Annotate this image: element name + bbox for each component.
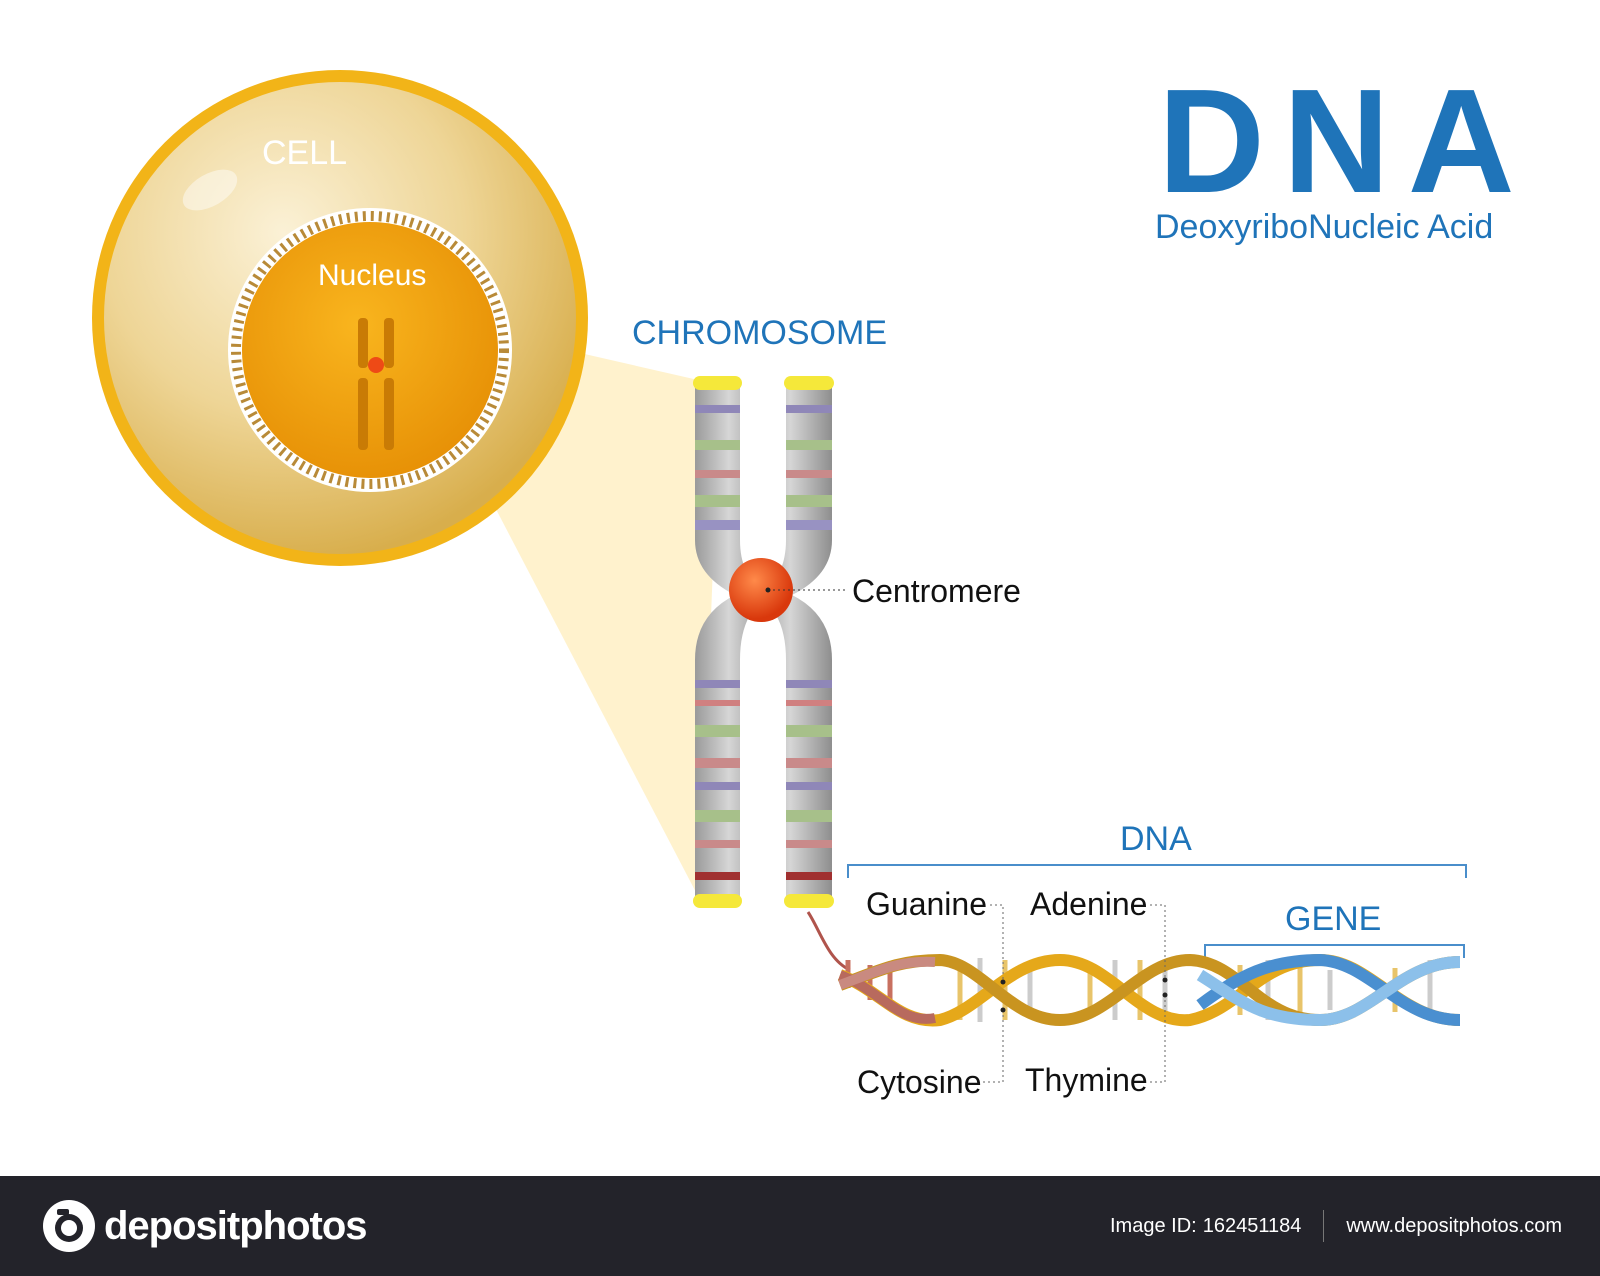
footer-bar: depositphotos Image ID: 162451184 www.de… bbox=[0, 1176, 1600, 1276]
guanine-label: Guanine bbox=[866, 886, 987, 922]
cell-label: CELL bbox=[262, 134, 347, 172]
helix-tail bbox=[806, 911, 851, 972]
nuclear-pores bbox=[231, 211, 509, 489]
image-meta: Image ID: 162451184 www.depositphotos.co… bbox=[1110, 1210, 1562, 1242]
gene-label: GENE bbox=[1285, 900, 1381, 938]
nucleus bbox=[242, 222, 498, 478]
telomere-bottom-left bbox=[693, 894, 742, 908]
telomere-top-left bbox=[693, 376, 742, 390]
chromosome-bands bbox=[695, 405, 832, 880]
dna-label: DNA bbox=[1120, 820, 1192, 858]
meta-divider bbox=[1323, 1210, 1325, 1242]
chromatid-right bbox=[756, 380, 832, 900]
adenine-label: Adenine bbox=[1030, 886, 1147, 922]
title-subtitle: DeoxyriboNucleic Acid bbox=[1155, 208, 1493, 246]
brand[interactable]: depositphotos bbox=[40, 1198, 368, 1254]
telomere-bottom-right bbox=[784, 894, 834, 908]
title-dna: DNA bbox=[1158, 59, 1533, 224]
cell: CELL Nucleus bbox=[92, 70, 588, 566]
centromere bbox=[729, 558, 793, 622]
gene-bracket bbox=[1204, 944, 1465, 958]
dna-bracket bbox=[847, 864, 1467, 878]
site-url[interactable]: www.depositphotos.com bbox=[1346, 1214, 1562, 1237]
camera-logo-icon bbox=[43, 1200, 95, 1252]
diagram-canvas: CELL Nucleus DNA DeoxyriboNucleic Acid C… bbox=[92, 59, 1533, 1100]
chromosome bbox=[693, 376, 834, 908]
centromere-label: Centromere bbox=[852, 573, 1021, 609]
nucleus-label: Nucleus bbox=[318, 259, 426, 292]
thymine-label: Thymine bbox=[1025, 1062, 1148, 1098]
image-id: 162451184 bbox=[1202, 1214, 1302, 1237]
brand-name: depositphotos bbox=[104, 1203, 368, 1248]
mini-chromosome bbox=[358, 318, 394, 450]
cytosine-label: Cytosine bbox=[857, 1064, 982, 1100]
strand-b-start bbox=[838, 956, 936, 990]
image-id-label: Image ID: bbox=[1110, 1214, 1197, 1237]
chromatid-left bbox=[695, 380, 770, 900]
chromosome-label: CHROMOSOME bbox=[632, 314, 887, 352]
base-leaders bbox=[983, 904, 1166, 1083]
telomere-top-right bbox=[784, 376, 834, 390]
gene-strand-b bbox=[1196, 956, 1461, 1027]
gene-strand-a bbox=[1196, 953, 1461, 1026]
